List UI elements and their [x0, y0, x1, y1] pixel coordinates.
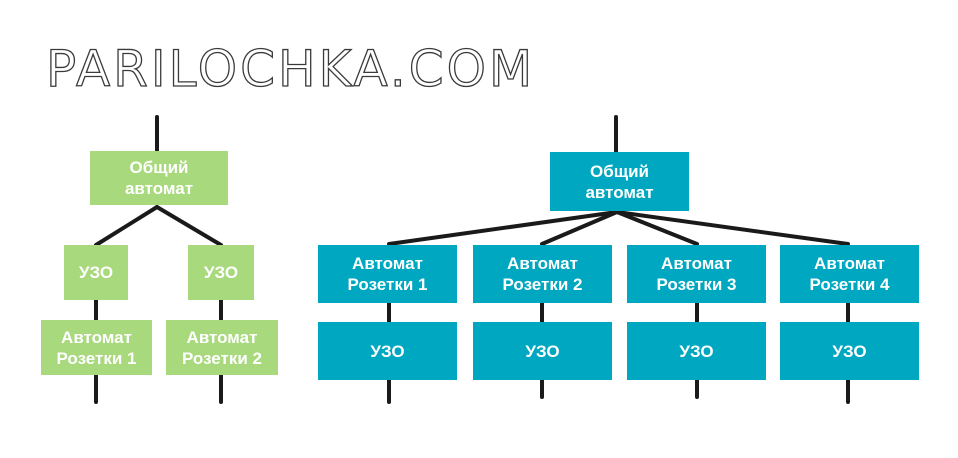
site-logo: PARILOCHKA.COM — [45, 40, 536, 98]
left-socket-breaker-1: Автомат Розетки 1 — [41, 320, 152, 375]
left-rcd-2: УЗО — [188, 245, 254, 300]
right-rcd-2: УЗО — [473, 322, 612, 380]
right-socket-breaker-1: Автомат Розетки 1 — [318, 245, 457, 303]
right-socket-breaker-2: Автомат Розетки 2 — [473, 245, 612, 303]
left-branch-line-1 — [94, 205, 159, 247]
right-branch-line-3 — [615, 210, 699, 246]
right-socket-breaker-4: Автомат Розетки 4 — [780, 245, 919, 303]
right-socket-breaker-3: Автомат Розетки 3 — [627, 245, 766, 303]
right-rcd-3: УЗО — [627, 322, 766, 380]
left-branch-line-2 — [155, 205, 223, 247]
left-rcd-1: УЗО — [64, 245, 128, 300]
right-branch-line-4 — [615, 210, 850, 246]
right-main-breaker: Общий автомат — [550, 152, 689, 211]
left-main-breaker: Общий автомат — [90, 151, 228, 205]
right-rcd-4: УЗО — [780, 322, 919, 380]
right-branch-line-1 — [387, 210, 619, 246]
left-socket-breaker-2: Автомат Розетки 2 — [166, 320, 278, 375]
right-rcd-1: УЗО — [318, 322, 457, 380]
right-branch-line-2 — [540, 210, 619, 246]
